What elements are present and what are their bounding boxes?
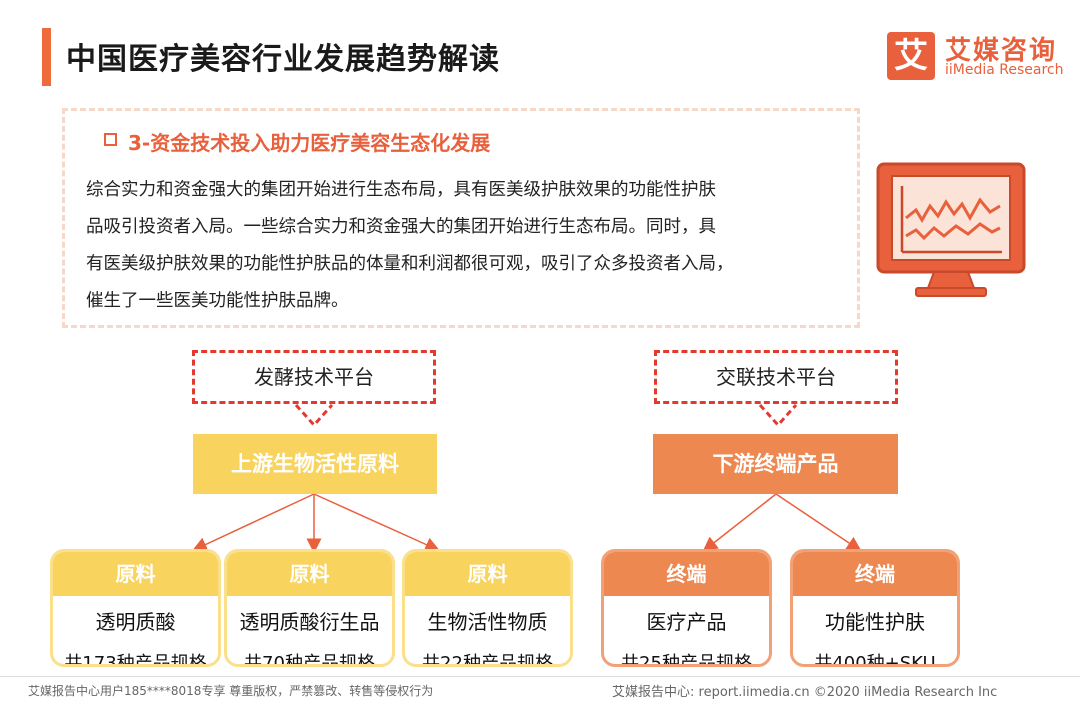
intro-panel bbox=[62, 108, 860, 328]
material-card-1: 原料 透明质酸 共173种产品规格 bbox=[50, 549, 221, 667]
material-card-3: 原料 生物活性物质 共22种产品规格 bbox=[402, 549, 573, 667]
crosslink-platform: 交联技术平台 bbox=[654, 350, 898, 404]
card-count: 共400种+SKU bbox=[814, 653, 936, 667]
left-chevron bbox=[294, 403, 334, 428]
arrow-to-card-1 bbox=[191, 493, 315, 552]
terminal-card-2: 终端 功能性护肤 共400种+SKU bbox=[790, 549, 960, 667]
intro-line: 有医美级护肤效果的功能性护肤品的体量和利润都很可观，吸引了众多投资者入局， bbox=[86, 254, 734, 274]
intro-line: 催生了一些医美功能性护肤品牌。 bbox=[86, 291, 349, 311]
right-chevron bbox=[758, 403, 798, 428]
fermentation-platform: 发酵技术平台 bbox=[192, 350, 436, 404]
card-title: 透明质酸 bbox=[95, 610, 176, 634]
card-title: 医疗产品 bbox=[646, 610, 727, 634]
card-title: 透明质酸衍生品 bbox=[239, 610, 380, 634]
card-title: 功能性护肤 bbox=[825, 610, 925, 634]
brand-name-cn: 艾媒咨询 bbox=[945, 36, 1058, 66]
card-header: 终端 bbox=[604, 552, 769, 596]
page-title: 中国医疗美容行业发展趋势解读 bbox=[66, 42, 500, 77]
material-card-2: 原料 透明质酸衍生品 共70种产品规格 bbox=[224, 549, 395, 667]
intro-line: 综合实力和资金强大的集团开始进行生态布局，具有医美级护肤效果的功能性护肤 bbox=[86, 180, 716, 200]
brand-name-en: iiMedia Research bbox=[945, 62, 1064, 78]
bullet-square-icon bbox=[104, 133, 117, 146]
card-header: 原料 bbox=[227, 552, 392, 596]
arrow-to-card-5 bbox=[775, 493, 862, 552]
arrow-to-card-3 bbox=[313, 493, 441, 552]
arrow-to-card-4 bbox=[702, 493, 777, 552]
footer-divider bbox=[0, 676, 1080, 677]
downstream-terminal-products: 下游终端产品 bbox=[653, 434, 898, 494]
card-header: 终端 bbox=[793, 552, 957, 596]
card-header: 原料 bbox=[405, 552, 570, 596]
intro-heading: 3-资金技术投入助力医疗美容生态化发展 bbox=[128, 131, 491, 155]
card-header: 原料 bbox=[53, 552, 218, 596]
monitor-chart-icon bbox=[876, 162, 1026, 297]
brand-logo-mark: 艾 bbox=[887, 32, 935, 80]
card-title: 生物活性物质 bbox=[427, 610, 548, 634]
card-count: 共25种产品规格 bbox=[621, 653, 752, 667]
intro-line: 品吸引投资者入局。一些综合实力和资金强大的集团开始进行生态布局。同时，具 bbox=[86, 217, 716, 237]
terminal-card-1: 终端 医疗产品 共25种产品规格 bbox=[601, 549, 772, 667]
footer-source: 艾媒报告中心: report.iimedia.cn ©2020 iiMedia … bbox=[612, 685, 998, 700]
title-accent-bar bbox=[42, 28, 51, 86]
footer-copyright-notice: 艾媒报告中心用户185****8018专享 尊重版权，严禁篡改、转售等侵权行为 bbox=[28, 684, 434, 698]
card-count: 共22种产品规格 bbox=[422, 653, 553, 667]
card-count: 共70种产品规格 bbox=[244, 653, 375, 667]
upstream-raw-material: 上游生物活性原料 bbox=[193, 434, 437, 494]
intro-paragraph: 综合实力和资金强大的集团开始进行生态布局，具有医美级护肤效果的功能性护肤 品吸引… bbox=[86, 172, 846, 320]
card-count: 共173种产品规格 bbox=[64, 653, 207, 667]
